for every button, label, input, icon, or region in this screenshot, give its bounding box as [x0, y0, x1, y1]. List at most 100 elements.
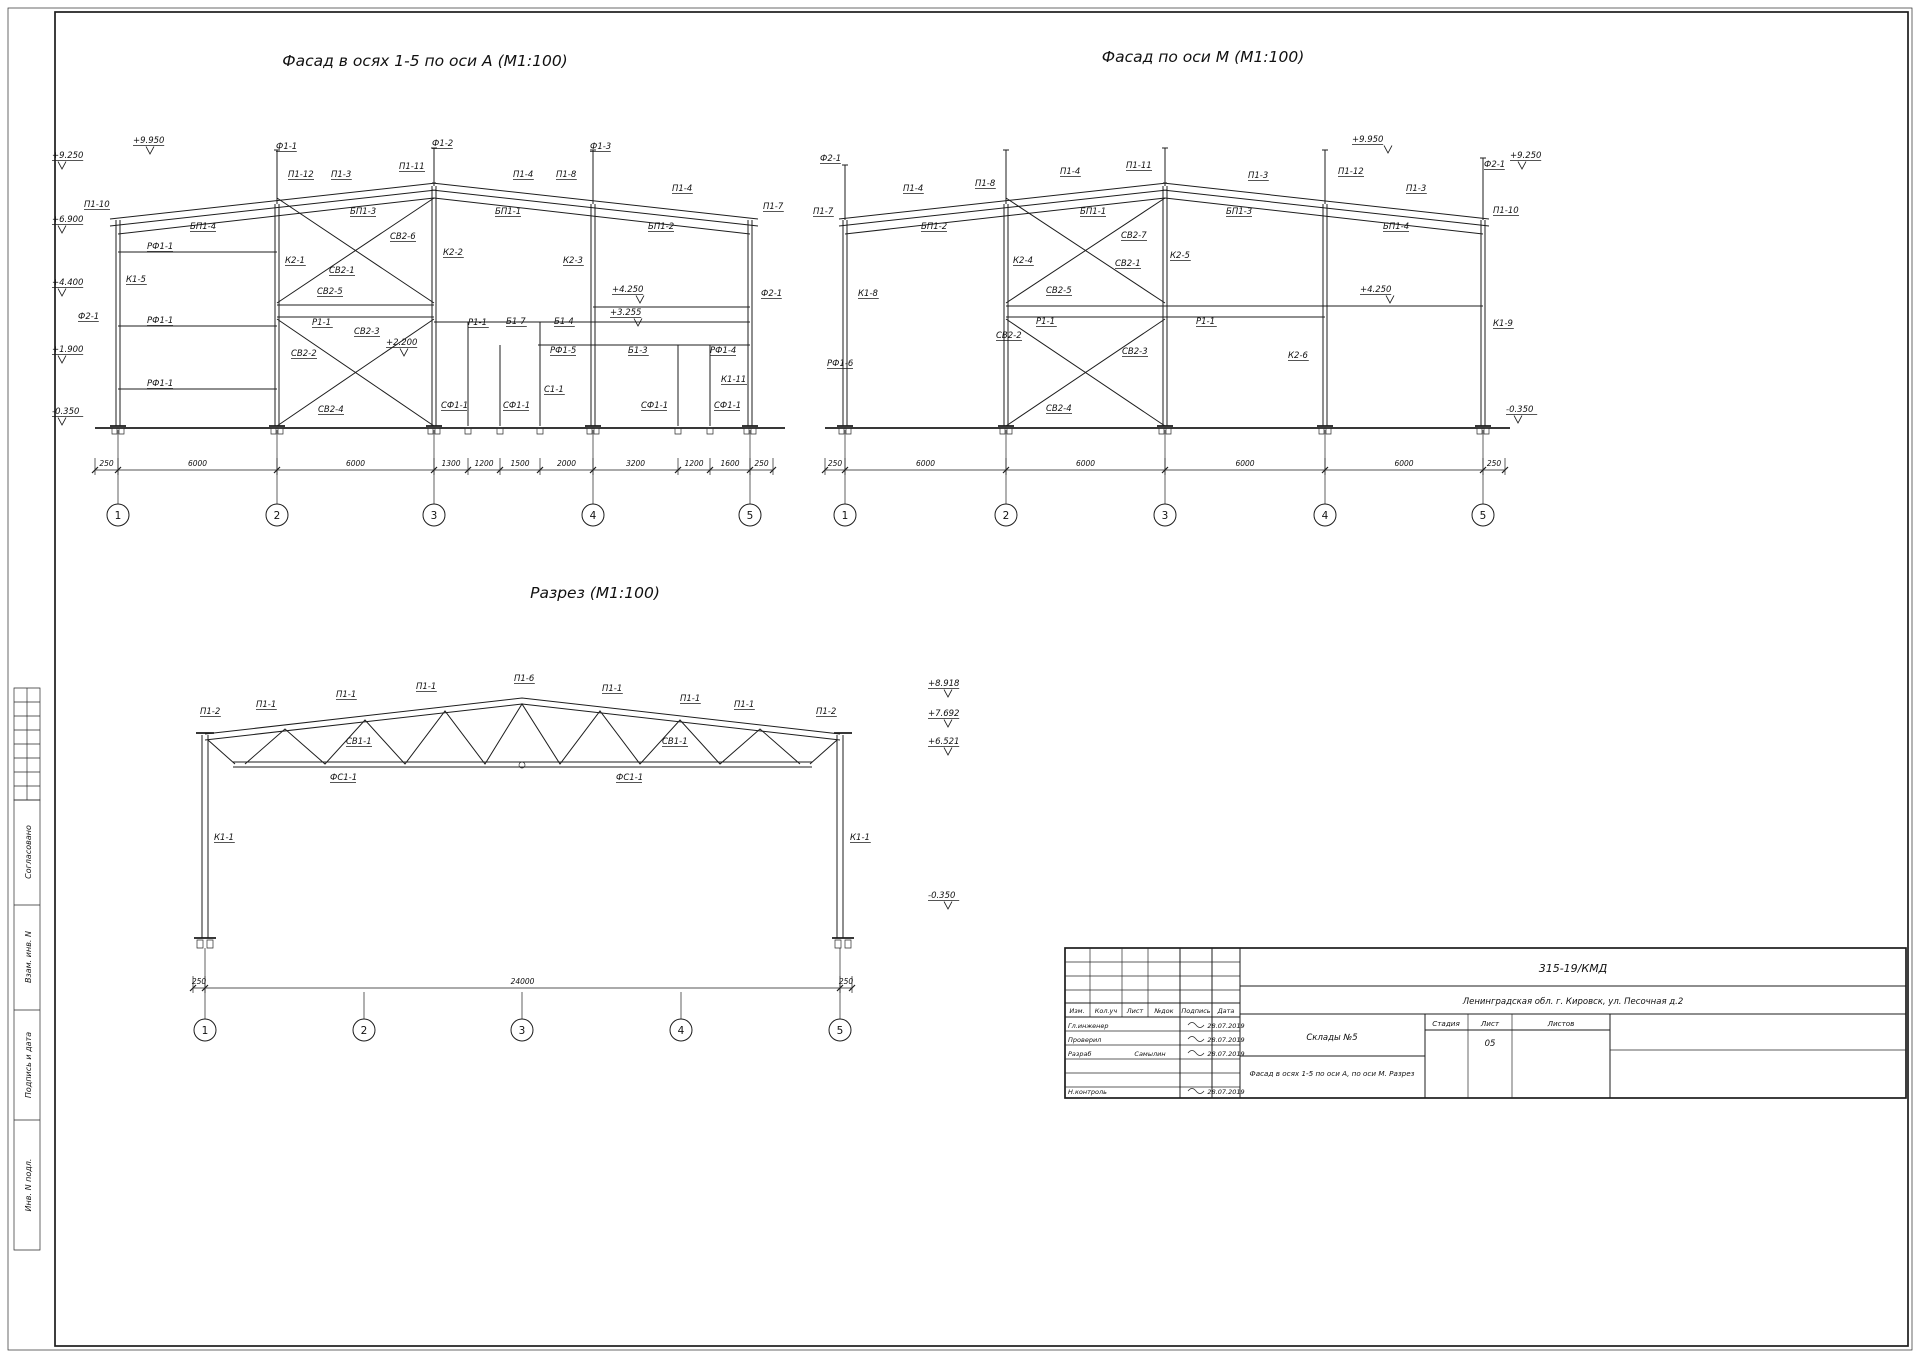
sheet-frame	[7, 7, 1913, 1351]
grid-bubble-label: 1	[842, 510, 849, 522]
dimension-value: 250	[828, 459, 843, 468]
part-label: П1-6	[514, 674, 535, 684]
part-label: Б1-4	[554, 317, 574, 327]
part-label: РФ1-6	[827, 359, 854, 369]
part-label: Б1-3	[628, 346, 648, 356]
part-label: БП1-3	[1226, 207, 1252, 217]
part-label: Р1-1	[1196, 317, 1215, 327]
grid-bubble-label: 4	[1322, 510, 1329, 522]
margin-stamps: Согласовано Взам. инв. N Подпись и дата …	[13, 687, 41, 1251]
col-koluch: Кол.уч	[1095, 1007, 1118, 1015]
part-label: ФС1-1	[330, 773, 357, 783]
part-label: П1-10	[84, 200, 110, 210]
part-label: БП1-4	[190, 222, 216, 232]
part-label: П1-1	[336, 690, 356, 700]
part-label: П1-12	[1338, 167, 1364, 177]
part-label: СВ2-5	[317, 287, 343, 297]
part-label: СВ1-1	[662, 737, 688, 747]
part-label: +2.200	[386, 338, 417, 348]
grid-bubble	[833, 503, 857, 527]
section-view: П1-2П1-1П1-1П1-1П1-6П1-1П1-1П1-1П1-2СВ1-…	[189, 674, 960, 1042]
signature-mark	[1187, 1050, 1205, 1056]
part-label: СВ2-7	[1121, 231, 1147, 241]
part-label: БП1-2	[648, 222, 674, 232]
part-label: -0.350	[1506, 405, 1533, 415]
part-label: Б1-7	[506, 317, 526, 327]
dimension-value: 250	[754, 459, 769, 468]
col-podpis: Подпись	[1181, 1007, 1210, 1015]
signature-mark	[1187, 1022, 1205, 1028]
margin-label-vzam: Взам. инв. N	[24, 931, 33, 983]
grid-bubble-label: 5	[747, 510, 754, 522]
signature-date: 28.07.2019	[1207, 1036, 1244, 1044]
part-label: СВ2-2	[291, 349, 317, 359]
part-label: -0.350	[52, 407, 79, 417]
part-label: П1-8	[975, 179, 996, 189]
dimension-value: 250	[99, 459, 114, 468]
part-label: С1-1	[544, 385, 564, 395]
part-label: К1-5	[126, 275, 146, 285]
part-label: Ф1-3	[590, 142, 611, 152]
signature-role: Разраб	[1068, 1050, 1091, 1058]
part-label: +4.250	[612, 285, 643, 295]
part-label: Р1-1	[1036, 317, 1055, 327]
part-label: СВ2-1	[1115, 259, 1141, 269]
part-label: +6.521	[928, 737, 959, 747]
grid-bubble	[1153, 503, 1177, 527]
part-label: Ф2-1	[761, 289, 782, 299]
part-label: П1-3	[1406, 184, 1426, 194]
part-label: СВ1-1	[346, 737, 372, 747]
part-label: +9.250	[1510, 151, 1541, 161]
grid-bubble	[265, 503, 289, 527]
grid-bubble-label: 4	[590, 510, 597, 522]
part-label: -0.350	[928, 891, 955, 901]
part-label: РФ1-5	[550, 346, 576, 356]
part-label: СФ1-1	[441, 401, 468, 411]
dimension-value: 6000	[188, 459, 207, 468]
part-label: СВ2-6	[390, 232, 416, 242]
signature-name: Самылин	[1134, 1050, 1165, 1058]
part-label: +1.900	[52, 345, 83, 355]
part-label: П1-3	[1248, 171, 1268, 181]
sheet-title: Фасад в осях 1-5 по оси А, по оси М. Раз…	[1250, 1069, 1415, 1078]
grid-bubble	[581, 503, 605, 527]
signature-date: 28.07.2019	[1207, 1050, 1244, 1058]
dimension-value: 2000	[557, 459, 576, 468]
grid-bubble-label: 2	[361, 1025, 368, 1037]
part-label: +7.692	[928, 709, 959, 719]
part-label: +4.400	[52, 278, 83, 288]
part-label: К2-6	[1288, 351, 1309, 361]
part-label: РФ1-1	[147, 316, 173, 326]
part-label: ФС1-1	[616, 773, 643, 783]
part-label: К1-1	[214, 833, 234, 843]
grid-bubble-label: 5	[837, 1025, 844, 1037]
part-label: +4.250	[1360, 285, 1391, 295]
view-title-facade-m: Фасад по оси М (М1:100)	[1102, 48, 1305, 66]
dimension-value: 6000	[916, 459, 935, 468]
part-label: П1-11	[399, 162, 425, 172]
part-label: Ф2-1	[1484, 160, 1505, 170]
part-label: БП1-1	[1080, 207, 1106, 217]
view-title-facade-a: Фасад в осях 1-5 по оси А (М1:100)	[282, 52, 567, 70]
part-label: СВ2-3	[1122, 347, 1148, 357]
part-label: П1-12	[288, 170, 314, 180]
part-label: +9.950	[133, 136, 164, 146]
part-label: П1-1	[416, 682, 436, 692]
part-label: К2-5	[1170, 251, 1190, 261]
part-label: Р1-1	[312, 318, 331, 328]
part-label: +6.900	[52, 215, 83, 225]
signature-mark	[1187, 1088, 1205, 1094]
dimension-value: 6000	[346, 459, 365, 468]
part-label: П1-4	[672, 184, 692, 194]
part-label: БП1-1	[495, 207, 521, 217]
part-label: К1-11	[721, 375, 746, 385]
signature-role: Н.контроль	[1068, 1088, 1107, 1096]
doc-code: 315-19/КМД	[1539, 962, 1608, 975]
col-izm: Изм.	[1069, 1007, 1084, 1015]
signature-role: Гл.инженер	[1068, 1022, 1109, 1030]
part-label: П1-2	[200, 707, 220, 717]
grid-bubble	[1313, 503, 1337, 527]
part-label: П1-3	[331, 170, 351, 180]
grid-bubble-label: 4	[678, 1025, 685, 1037]
part-label: П1-8	[556, 170, 577, 180]
